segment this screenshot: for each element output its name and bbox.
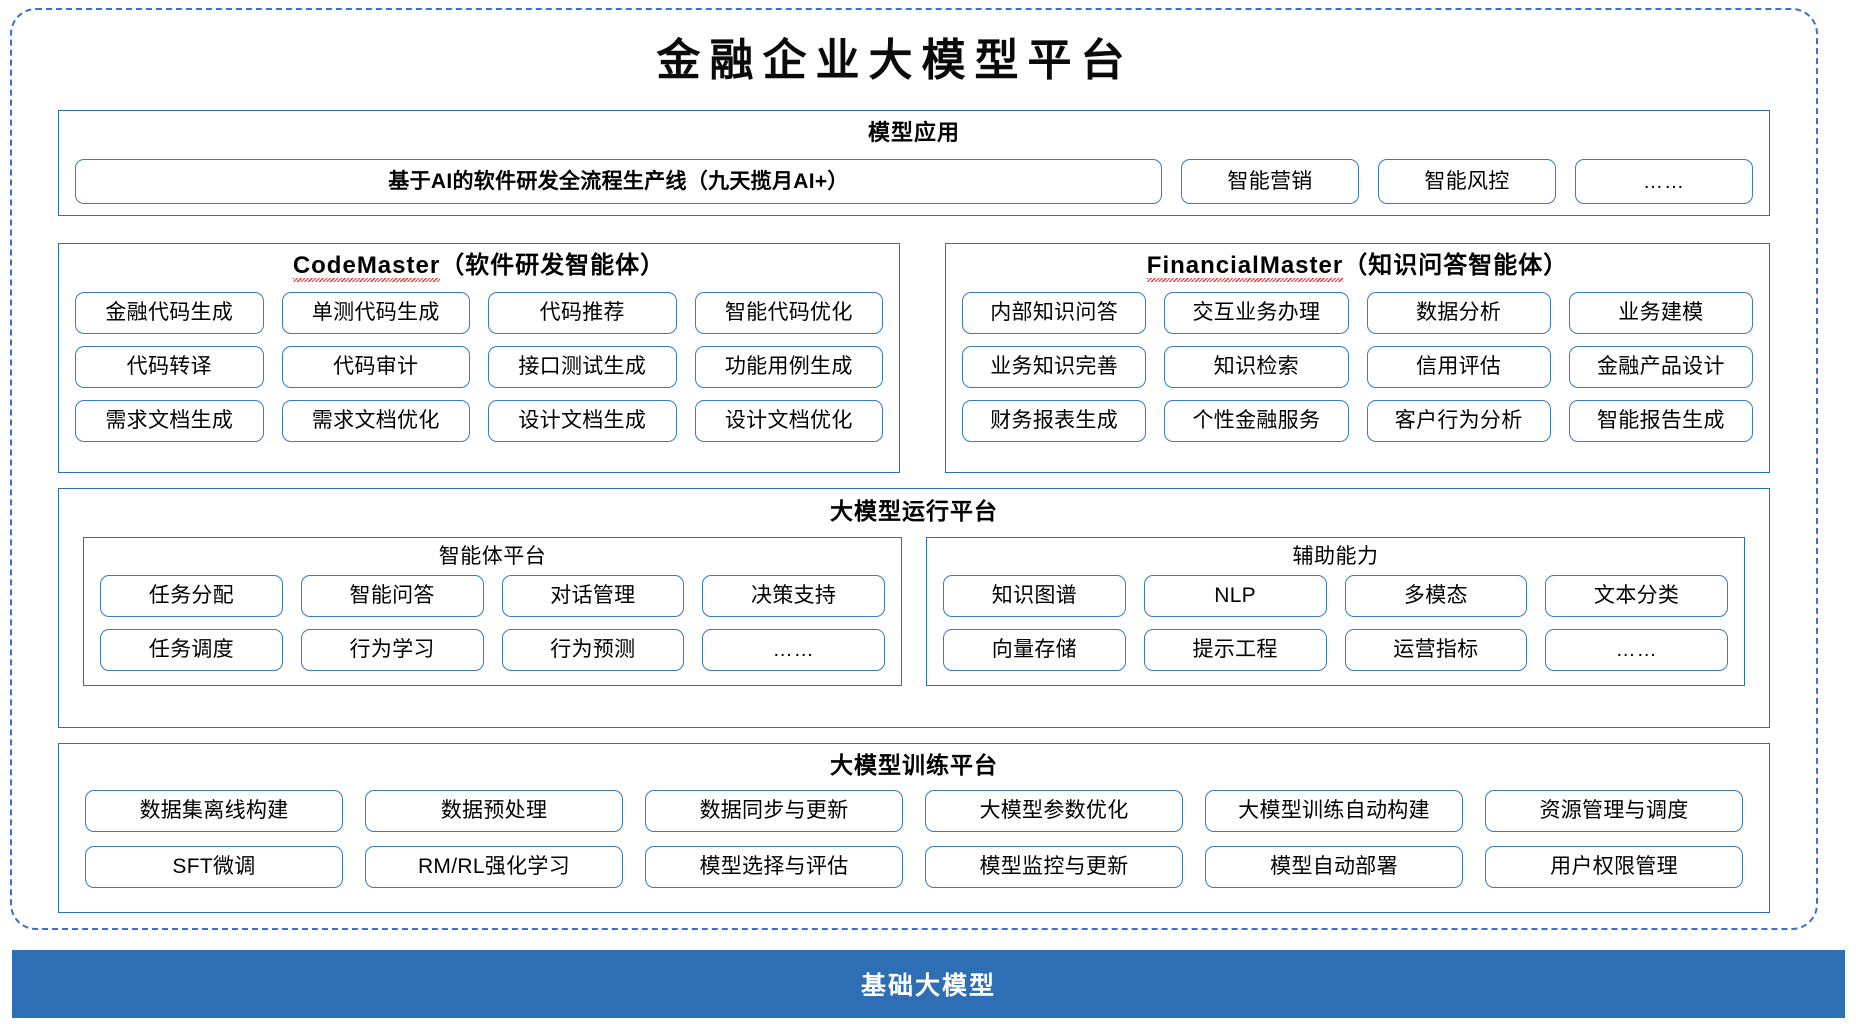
agent-platform-item-more[interactable]: …… bbox=[702, 629, 885, 671]
foundation-model-bar: 基础大模型 bbox=[12, 950, 1845, 1018]
codemaster-name-en: CodeMaster bbox=[292, 252, 441, 282]
financialmaster-heading: FinancialMaster（知识问答智能体） bbox=[946, 252, 1769, 282]
train-platform-item[interactable]: 数据预处理 bbox=[365, 790, 623, 832]
codemaster-item[interactable]: 代码转译 bbox=[75, 346, 264, 388]
train-platform-item[interactable]: 模型监控与更新 bbox=[925, 846, 1183, 888]
agent-platform-item[interactable]: 行为预测 bbox=[501, 629, 685, 671]
auxiliary-capability-row-1: 知识图谱 NLP 多模态 文本分类 bbox=[943, 575, 1728, 617]
codemaster-item[interactable]: 功能用例生成 bbox=[694, 346, 883, 388]
train-platform-item[interactable]: 数据同步与更新 bbox=[645, 790, 903, 832]
agent-platform-heading: 智能体平台 bbox=[438, 545, 547, 568]
financialmaster-item[interactable]: 客户行为分析 bbox=[1366, 400, 1551, 442]
foundation-model-label: 基础大模型 bbox=[860, 972, 996, 1000]
outer-dashed-frame bbox=[10, 8, 1818, 930]
auxiliary-capability-heading: 辅助能力 bbox=[1292, 545, 1379, 568]
auxiliary-capability-item-more[interactable]: …… bbox=[1545, 629, 1728, 671]
codemaster-item[interactable]: 金融代码生成 bbox=[75, 292, 264, 334]
agent-platform-item[interactable]: 任务调度 bbox=[100, 629, 283, 671]
auxiliary-capability-grid: 知识图谱 NLP 多模态 文本分类 向量存储 提示工程 运营指标 …… bbox=[943, 575, 1728, 671]
auxiliary-capability-item[interactable]: 向量存储 bbox=[943, 629, 1126, 671]
codemaster-item[interactable]: 代码审计 bbox=[281, 346, 470, 388]
financialmaster-item[interactable]: 内部知识问答 bbox=[962, 292, 1147, 334]
financialmaster-name-en: FinancialMaster bbox=[1146, 252, 1344, 282]
run-platform-panel: 大模型运行平台 智能体平台 任务分配 智能问答 对话管理 决策支持 任务调度 行… bbox=[58, 488, 1770, 728]
financialmaster-name-cn: （知识问答智能体） bbox=[1343, 252, 1569, 279]
train-platform-heading: 大模型训练平台 bbox=[830, 752, 998, 778]
financialmaster-item[interactable]: 交互业务办理 bbox=[1164, 292, 1349, 334]
app-item-more[interactable]: …… bbox=[1575, 159, 1753, 204]
codemaster-item[interactable]: 设计文档生成 bbox=[488, 400, 677, 442]
financialmaster-item[interactable]: 信用评估 bbox=[1366, 346, 1551, 388]
codemaster-name-cn: （软件研发智能体） bbox=[440, 252, 666, 279]
codemaster-item[interactable]: 需求文档优化 bbox=[281, 400, 470, 442]
train-platform-panel: 大模型训练平台 数据集离线构建 数据预处理 数据同步与更新 大模型参数优化 大模… bbox=[58, 743, 1770, 913]
auxiliary-capability-section: 辅助能力 知识图谱 NLP 多模态 文本分类 向量存储 提示工程 运营指标 …… bbox=[926, 537, 1745, 686]
page-title: 金融企业大模型平台 bbox=[656, 35, 1134, 86]
agent-platform-row-2: 任务调度 行为学习 行为预测 …… bbox=[100, 629, 885, 671]
train-platform-item[interactable]: SFT微调 bbox=[85, 846, 343, 888]
auxiliary-capability-item[interactable]: 知识图谱 bbox=[943, 575, 1126, 617]
app-item-smart-marketing[interactable]: 智能营销 bbox=[1181, 159, 1359, 204]
codemaster-item[interactable]: 智能代码优化 bbox=[694, 292, 883, 334]
agent-platform-item[interactable]: 智能问答 bbox=[300, 575, 484, 617]
financialmaster-item[interactable]: 业务建模 bbox=[1568, 292, 1753, 334]
agent-platform-item[interactable]: 对话管理 bbox=[501, 575, 685, 617]
train-platform-item[interactable]: 数据集离线构建 bbox=[85, 790, 343, 832]
app-item-primary-pipeline[interactable]: 基于AI的软件研发全流程生产线（九天揽月AI+） bbox=[75, 159, 1162, 204]
financialmaster-row-2: 业务知识完善 知识检索 信用评估 金融产品设计 bbox=[962, 346, 1753, 388]
train-platform-row-2: SFT微调 RM/RL强化学习 模型选择与评估 模型监控与更新 模型自动部署 用… bbox=[85, 846, 1743, 888]
agent-platform-section: 智能体平台 任务分配 智能问答 对话管理 决策支持 任务调度 行为学习 行为预测… bbox=[83, 537, 902, 686]
train-platform-item[interactable]: RM/RL强化学习 bbox=[365, 846, 623, 888]
financialmaster-item[interactable]: 智能报告生成 bbox=[1568, 400, 1753, 442]
codemaster-item[interactable]: 单测代码生成 bbox=[281, 292, 470, 334]
agent-platform-grid: 任务分配 智能问答 对话管理 决策支持 任务调度 行为学习 行为预测 …… bbox=[100, 575, 885, 671]
train-platform-row-1: 数据集离线构建 数据预处理 数据同步与更新 大模型参数优化 大模型训练自动构建 … bbox=[85, 790, 1743, 832]
codemaster-panel: CodeMaster（软件研发智能体） 金融代码生成 单测代码生成 代码推荐 智… bbox=[58, 243, 900, 473]
codemaster-item[interactable]: 需求文档生成 bbox=[75, 400, 264, 442]
train-platform-item[interactable]: 资源管理与调度 bbox=[1485, 790, 1743, 832]
model-application-items: 基于AI的软件研发全流程生产线（九天揽月AI+） 智能营销 智能风控 …… bbox=[75, 159, 1753, 204]
train-platform-item[interactable]: 用户权限管理 bbox=[1485, 846, 1743, 888]
codemaster-row-3: 需求文档生成 需求文档优化 设计文档生成 设计文档优化 bbox=[75, 400, 883, 442]
codemaster-heading: CodeMaster（软件研发智能体） bbox=[59, 252, 899, 282]
financialmaster-item[interactable]: 金融产品设计 bbox=[1568, 346, 1753, 388]
train-platform-grid: 数据集离线构建 数据预处理 数据同步与更新 大模型参数优化 大模型训练自动构建 … bbox=[85, 790, 1743, 888]
financialmaster-item[interactable]: 财务报表生成 bbox=[962, 400, 1147, 442]
train-platform-item[interactable]: 大模型参数优化 bbox=[925, 790, 1183, 832]
financialmaster-item[interactable]: 知识检索 bbox=[1164, 346, 1349, 388]
train-platform-item[interactable]: 模型自动部署 bbox=[1205, 846, 1463, 888]
auxiliary-capability-item[interactable]: 运营指标 bbox=[1344, 629, 1528, 671]
auxiliary-capability-item[interactable]: 多模态 bbox=[1344, 575, 1528, 617]
model-application-heading: 模型应用 bbox=[867, 120, 960, 145]
model-application-panel: 模型应用 基于AI的软件研发全流程生产线（九天揽月AI+） 智能营销 智能风控 … bbox=[58, 110, 1770, 216]
train-platform-item[interactable]: 大模型训练自动构建 bbox=[1205, 790, 1463, 832]
auxiliary-capability-item[interactable]: NLP bbox=[1143, 575, 1327, 617]
financialmaster-item[interactable]: 个性金融服务 bbox=[1164, 400, 1349, 442]
codemaster-row-2: 代码转译 代码审计 接口测试生成 功能用例生成 bbox=[75, 346, 883, 388]
run-platform-heading: 大模型运行平台 bbox=[830, 498, 998, 524]
agent-platform-item[interactable]: 任务分配 bbox=[100, 575, 283, 617]
financialmaster-row-1: 内部知识问答 交互业务办理 数据分析 业务建模 bbox=[962, 292, 1753, 334]
financialmaster-grid: 内部知识问答 交互业务办理 数据分析 业务建模 业务知识完善 知识检索 信用评估… bbox=[962, 292, 1753, 442]
codemaster-item[interactable]: 设计文档优化 bbox=[694, 400, 883, 442]
run-platform-sections: 智能体平台 任务分配 智能问答 对话管理 决策支持 任务调度 行为学习 行为预测… bbox=[83, 537, 1745, 686]
agent-platform-item[interactable]: 决策支持 bbox=[702, 575, 885, 617]
financialmaster-item[interactable]: 数据分析 bbox=[1366, 292, 1551, 334]
financialmaster-row-3: 财务报表生成 个性金融服务 客户行为分析 智能报告生成 bbox=[962, 400, 1753, 442]
train-platform-item[interactable]: 模型选择与评估 bbox=[645, 846, 903, 888]
agent-platform-row-1: 任务分配 智能问答 对话管理 决策支持 bbox=[100, 575, 885, 617]
financialmaster-panel: FinancialMaster（知识问答智能体） 内部知识问答 交互业务办理 数… bbox=[945, 243, 1770, 473]
codemaster-grid: 金融代码生成 单测代码生成 代码推荐 智能代码优化 代码转译 代码审计 接口测试… bbox=[75, 292, 883, 442]
agent-platform-item[interactable]: 行为学习 bbox=[300, 629, 484, 671]
app-item-smart-risk-control[interactable]: 智能风控 bbox=[1378, 159, 1556, 204]
auxiliary-capability-item[interactable]: 提示工程 bbox=[1143, 629, 1327, 671]
codemaster-item[interactable]: 接口测试生成 bbox=[488, 346, 677, 388]
financialmaster-item[interactable]: 业务知识完善 bbox=[962, 346, 1147, 388]
auxiliary-capability-row-2: 向量存储 提示工程 运营指标 …… bbox=[943, 629, 1728, 671]
codemaster-item[interactable]: 代码推荐 bbox=[488, 292, 677, 334]
auxiliary-capability-item[interactable]: 文本分类 bbox=[1545, 575, 1728, 617]
codemaster-row-1: 金融代码生成 单测代码生成 代码推荐 智能代码优化 bbox=[75, 292, 883, 334]
